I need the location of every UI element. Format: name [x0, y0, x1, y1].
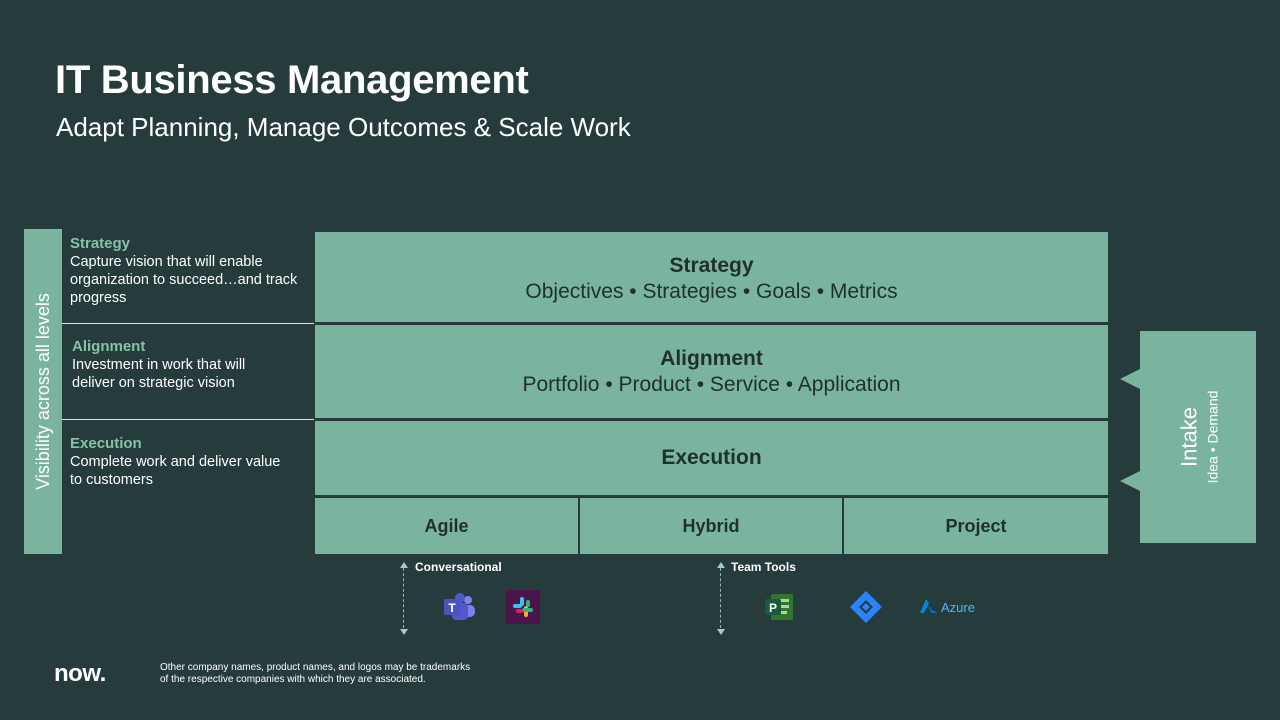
alignment-block-items: Portfolio • Product • Service • Applicat… [522, 373, 901, 396]
trademark-note-line: of the respective companies with which t… [160, 674, 426, 685]
left-section-heading: Strategy [70, 235, 131, 252]
conversational-label: Conversational [415, 560, 502, 574]
left-section-text: Capture vision that will enable organiza… [70, 254, 298, 306]
arrow-up-icon [717, 562, 725, 568]
divider [62, 323, 314, 324]
teams-icon: T [443, 592, 477, 622]
intake-notch-upper [1120, 369, 1140, 389]
slack-icon [506, 590, 540, 624]
left-section-heading: Alignment [72, 338, 146, 355]
execution-block-title: Execution [661, 446, 762, 469]
azure-logo: Azure [918, 599, 975, 615]
visibility-label-wrap: Visibility across all levels [24, 229, 62, 554]
trademark-note-line: Other company names, product names, and … [160, 662, 471, 673]
svg-text:T: T [448, 601, 456, 615]
page-title: IT Business Management [55, 58, 529, 102]
method-project: Project [844, 498, 1108, 554]
dashed-connector [403, 568, 404, 628]
left-section-alignment: Alignment Investment in work that will d… [72, 338, 287, 392]
left-section-heading: Execution [70, 435, 142, 452]
jira-icon [849, 590, 883, 624]
left-section-execution: Execution Complete work and deliver valu… [70, 435, 290, 489]
intake-notch-lower [1120, 471, 1140, 491]
method-hybrid: Hybrid [580, 498, 842, 554]
arrow-up-icon [400, 562, 408, 568]
method-agile: Agile [315, 498, 578, 554]
intake-panel [1140, 331, 1256, 543]
alignment-block: Alignment Portfolio • Product • Service … [315, 325, 1108, 418]
page-subtitle: Adapt Planning, Manage Outcomes & Scale … [56, 112, 631, 142]
execution-block: Execution [315, 421, 1108, 495]
arrow-down-icon [717, 629, 725, 635]
azure-label: Azure [941, 599, 975, 615]
dashed-connector [720, 568, 721, 628]
azure-icon [920, 599, 938, 613]
team-tools-label: Team Tools [731, 560, 796, 574]
intake-text-wrap: Intake Idea • Demand [1140, 331, 1256, 543]
intake-title: Intake [1175, 407, 1201, 467]
strategy-block: Strategy Objectives • Strategies • Goals… [315, 232, 1108, 322]
svg-text:P: P [769, 601, 777, 615]
visibility-bar [24, 229, 62, 554]
now-logo: now. [54, 660, 106, 687]
left-section-strategy: Strategy Capture vision that will enable… [70, 235, 310, 307]
alignment-block-title: Alignment [660, 347, 763, 370]
arrow-down-icon [400, 629, 408, 635]
left-section-text: Complete work and deliver value to custo… [70, 454, 281, 488]
strategy-block-title: Strategy [669, 254, 754, 277]
intake-items: Idea • Demand [1203, 390, 1220, 484]
visibility-label: Visibility across all levels [32, 293, 53, 490]
left-section-text: Investment in work that will deliver on … [72, 357, 246, 391]
trademark-note: Other company names, product names, and … [160, 662, 560, 686]
divider [62, 419, 314, 420]
strategy-block-items: Objectives • Strategies • Goals • Metric… [525, 280, 898, 303]
ms-project-icon: P [763, 592, 795, 622]
